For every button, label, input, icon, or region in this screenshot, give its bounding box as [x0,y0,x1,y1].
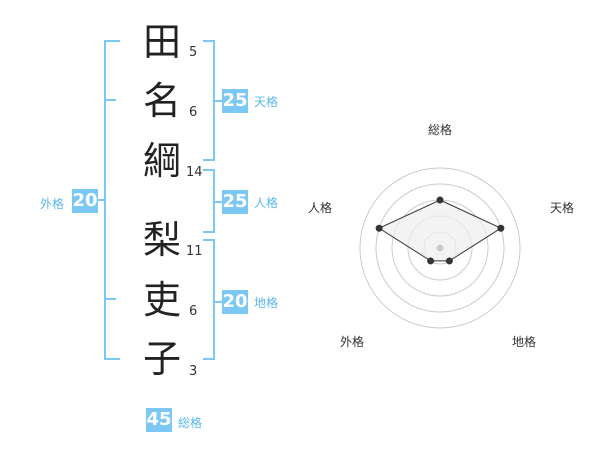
radar-point-3 [445,257,453,265]
stroke-count-1: 5 [189,45,198,60]
name-char-4: 梨 [142,218,181,262]
radar-ring-4 [375,183,505,313]
soukaku-value: 45 [146,408,172,432]
name-char-5: 吏 [142,278,181,322]
name-char-2: 名 [142,79,181,123]
radar-point-1 [436,196,444,204]
stroke-count-3: 14 [186,165,203,180]
name-char-1: 田 [142,20,181,64]
radar-point-4 [427,257,435,265]
radar-chart [359,167,521,329]
radar-center-dot [436,244,444,252]
gaikaku-bracket [74,40,120,360]
name-char-6: 子 [142,337,181,381]
bracket-lines [74,40,222,360]
chikaku-label: 地格 [254,296,279,310]
tenkaku-label: 天格 [254,95,279,109]
chikaku-value: 20 [222,290,248,314]
radar-point-5 [375,224,383,232]
radar-axis-label-2: 天格 [550,201,575,215]
stroke-count-6: 3 [189,364,198,379]
gaikaku-value: 20 [72,189,98,213]
chikaku-bracket [203,239,222,360]
stroke-count-4: 11 [186,244,203,259]
tenkaku-bracket [203,40,222,161]
radar-ring-5 [359,167,521,329]
name-char-3: 綱 [142,139,181,183]
radar-axis-label-3: 地格 [512,335,537,349]
jinkaku-bracket [203,169,222,233]
radar-axis-label-5: 人格 [308,201,333,215]
tenkaku-value: 25 [222,89,248,113]
jinkaku-value: 25 [222,190,248,214]
radar-axis-label-1: 総格 [428,123,453,137]
stroke-count-5: 6 [189,304,198,319]
radar-area [378,199,502,262]
stroke-count-2: 6 [189,105,198,120]
jinkaku-label: 人格 [254,196,279,210]
soukaku-label: 総格 [178,416,203,430]
radar-point-2 [497,224,505,232]
gaikaku-label: 外格 [40,197,65,211]
radar-axis-label-4: 外格 [340,335,365,349]
